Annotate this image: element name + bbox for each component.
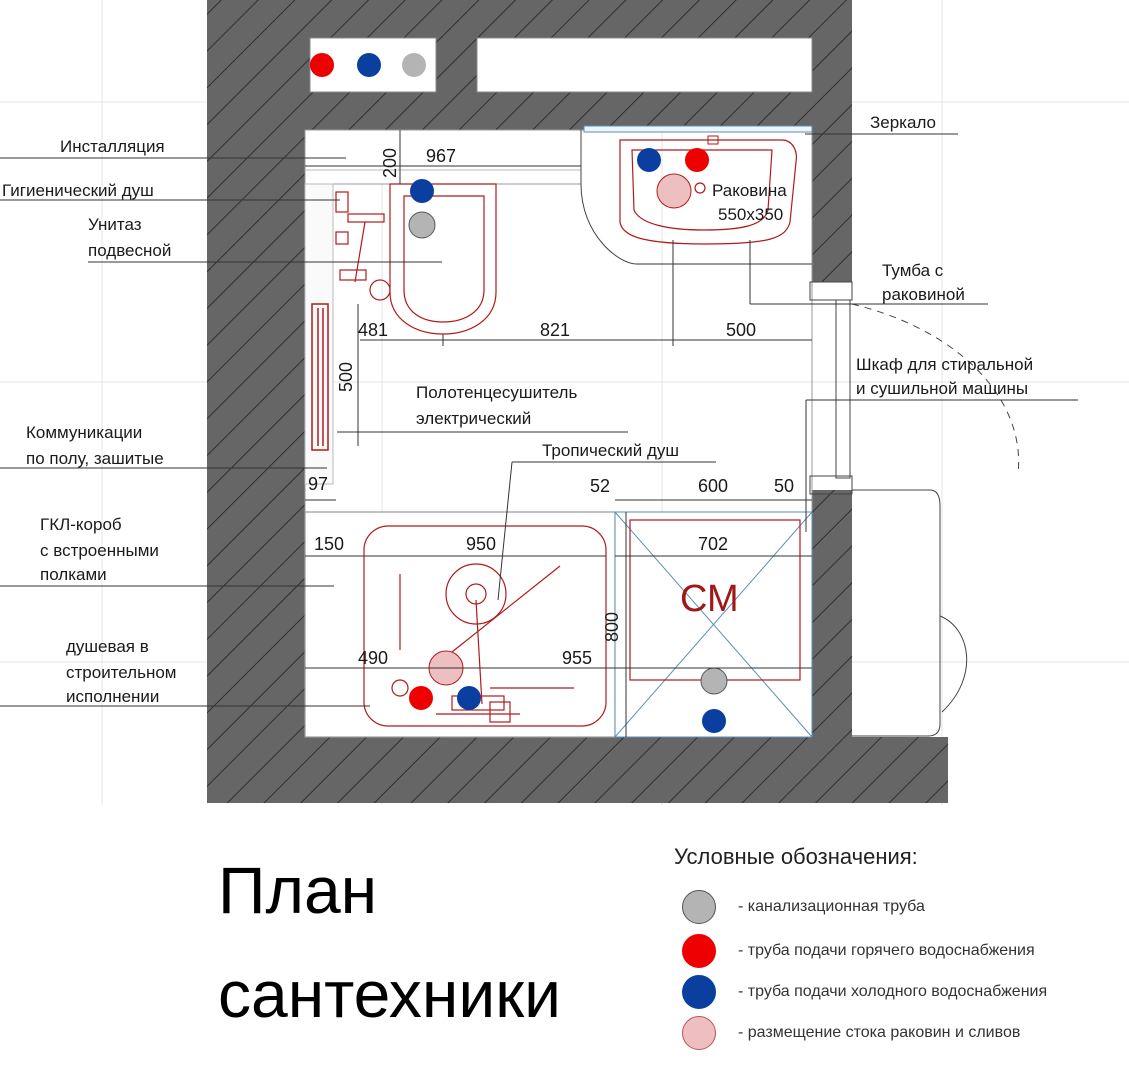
label-towel-dryer-2: электрический bbox=[416, 409, 531, 428]
towel-dryer bbox=[311, 303, 329, 451]
dim-821: 821 bbox=[540, 320, 570, 340]
gkl-wall-strip bbox=[304, 183, 334, 485]
label-tropical-shower: Тропический душ bbox=[542, 441, 679, 460]
wall-niche bbox=[476, 37, 813, 93]
label-shower-2: строительном bbox=[66, 663, 176, 682]
washer-label: СМ bbox=[680, 578, 739, 620]
dim-500-vertical: 500 bbox=[336, 362, 356, 392]
dimension-lines bbox=[305, 130, 812, 737]
dim-52: 52 bbox=[590, 476, 610, 496]
legend-item-cold: - труба подачи холодного водоснабжения bbox=[682, 975, 1047, 1009]
label-cabinet-1: Шкаф для стиральной bbox=[856, 355, 1033, 374]
legend-item-drain: - размещение стока раковин и сливов bbox=[682, 1016, 1020, 1050]
label-cabinet-2: и сушильной машины bbox=[856, 379, 1028, 398]
label-sink-2: 550х350 bbox=[718, 205, 783, 224]
hot-dot-icon bbox=[682, 934, 716, 968]
title-line-1: План bbox=[218, 853, 378, 927]
label-floor-comm-1: Коммуникации bbox=[26, 423, 142, 442]
cold-pipe-sink bbox=[637, 148, 661, 172]
hot-pipe-sink bbox=[685, 148, 709, 172]
hygienic-shower bbox=[335, 191, 391, 301]
dim-967: 967 bbox=[426, 146, 456, 166]
legend-item-hot: - труба подачи горячего водоснабжения bbox=[682, 934, 1035, 968]
dim-950: 950 bbox=[466, 534, 496, 554]
wall-hung-toilet bbox=[389, 183, 497, 335]
dim-481: 481 bbox=[358, 320, 388, 340]
dim-600: 600 bbox=[698, 476, 728, 496]
leader-lines bbox=[0, 133, 1078, 707]
dim-500-horizontal: 500 bbox=[726, 320, 756, 340]
page-title: План сантехники bbox=[218, 838, 561, 1046]
hot-pipe-top bbox=[310, 53, 334, 77]
sewer-dot-icon bbox=[682, 890, 716, 924]
walls bbox=[207, 0, 948, 803]
label-installation: Инсталляция bbox=[60, 137, 165, 156]
cold-pipe-washer bbox=[702, 709, 726, 733]
label-sink-1: Раковина bbox=[712, 181, 787, 200]
label-gkl-3: полками bbox=[40, 565, 107, 584]
plumbing-plan-drawing: СМ bbox=[0, 0, 1129, 805]
washer-zone bbox=[614, 511, 813, 738]
label-gkl-2: с встроенными bbox=[40, 541, 159, 560]
label-mirror: Зеркало bbox=[870, 113, 936, 132]
label-gkl-1: ГКЛ-короб bbox=[40, 515, 122, 534]
drain-sink bbox=[656, 173, 692, 209]
sewer-pipe-washer bbox=[700, 667, 728, 695]
cabinet-door bbox=[809, 281, 1020, 737]
cold-pipe-shower bbox=[457, 686, 481, 710]
label-vanity-1: Тумба с bbox=[882, 261, 944, 280]
title-line-2: сантехники bbox=[218, 957, 561, 1031]
legend-item-label: - канализационная труба bbox=[738, 898, 925, 915]
installation-box bbox=[304, 129, 582, 185]
label-shower-3: исполнении bbox=[66, 687, 159, 706]
drain-dot-icon bbox=[682, 1016, 716, 1050]
sink-vanity bbox=[619, 139, 797, 245]
dim-800: 800 bbox=[602, 612, 622, 642]
sewer-pipe-toilet bbox=[408, 211, 436, 239]
cold-pipe-top bbox=[357, 53, 381, 77]
mirror bbox=[583, 125, 813, 133]
legend-item-label: - размещение стока раковин и сливов bbox=[738, 1024, 1021, 1041]
label-hygienic-shower: Гигиенический душ bbox=[2, 181, 154, 200]
legend-title: Условные обозначения: bbox=[674, 844, 918, 869]
sewer-pipe-top bbox=[402, 53, 426, 77]
dim-150: 150 bbox=[314, 534, 344, 554]
label-towel-dryer-1: Полотенцесушитель bbox=[416, 383, 577, 402]
dim-490: 490 bbox=[358, 648, 388, 668]
dim-50: 50 bbox=[774, 476, 794, 496]
cold-dot-icon bbox=[682, 975, 716, 1009]
legend-item-sewer: - канализационная труба bbox=[682, 890, 925, 924]
label-vanity-2: раковиной bbox=[882, 285, 965, 304]
legend-item-label: - труба подачи холодного водоснабжения bbox=[738, 983, 1048, 1000]
label-floor-comm-2: по полу, зашитые bbox=[26, 449, 164, 468]
pipe-markers bbox=[408, 148, 728, 733]
cold-pipe-toilet bbox=[410, 179, 434, 203]
dim-702: 702 bbox=[698, 534, 728, 554]
dim-97: 97 bbox=[308, 474, 328, 494]
dim-955: 955 bbox=[562, 648, 592, 668]
label-toilet-2: подвесной bbox=[88, 241, 171, 260]
dim-200: 200 bbox=[380, 148, 400, 178]
hot-pipe-shower bbox=[409, 686, 433, 710]
label-toilet-1: Унитаз bbox=[88, 215, 142, 234]
legend-item-label: - труба подачи горячего водоснабжения bbox=[738, 942, 1035, 959]
vanity-outline bbox=[580, 130, 812, 265]
label-shower-1: душевая в bbox=[66, 637, 149, 656]
